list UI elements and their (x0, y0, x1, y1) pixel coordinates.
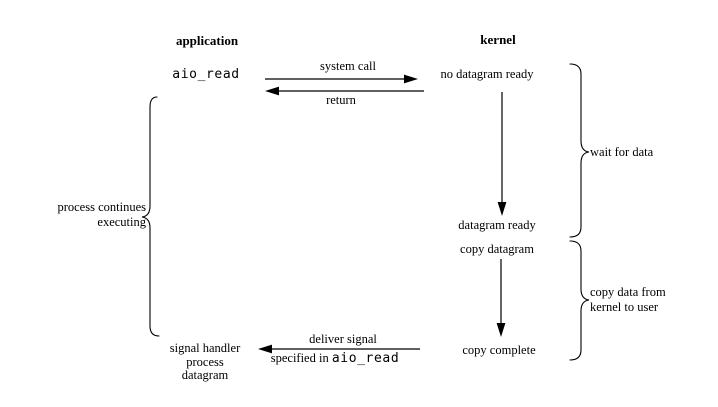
system-call-arrowhead (404, 74, 418, 84)
no-datagram-ready-node: no datagram ready (440, 67, 534, 81)
copy-arrowhead (496, 323, 506, 337)
signal-handler-line3: datagram (181, 368, 229, 382)
copy-complete-node: copy complete (462, 343, 536, 357)
kernel-column-header: kernel (480, 32, 516, 47)
process-continues-line2: executing (97, 215, 146, 229)
deliver-signal-arrowhead (258, 344, 272, 354)
datagram-ready-node: datagram ready (458, 218, 536, 232)
signal-handler-line2: process (186, 354, 224, 369)
deliver-signal-label: deliver signal (309, 332, 377, 346)
signal-handler-node: signal handler process datagram (169, 341, 241, 383)
copy-data-annotation: copy data from kernel to user (590, 285, 666, 315)
specified-in-code: aio_read (331, 351, 400, 366)
copy-data-brace (569, 240, 590, 361)
wait-for-data-brace (569, 63, 590, 238)
copy-data-line1: copy data from (590, 285, 666, 299)
return-label: return (326, 93, 356, 107)
wait-for-data-annotation: wait for data (590, 145, 654, 159)
signal-handler-line1: signal handler (169, 341, 241, 355)
return-arrowhead (265, 86, 279, 96)
wait-arrowhead (497, 202, 507, 216)
process-continues-line1: process continues (57, 200, 146, 214)
copy-data-line2: kernel to user (590, 300, 659, 314)
aio-read-call: aio_read (172, 67, 240, 82)
process-continues-brace (141, 96, 160, 337)
specified-in-text: specified in (270, 351, 332, 365)
copy-datagram-node: copy datagram (460, 242, 534, 256)
system-call-label: system call (320, 59, 376, 73)
deliver-signal-specified-label: specified in aio_read (271, 351, 400, 366)
process-continues-annotation: process continues executing (30, 200, 146, 230)
application-column-header: application (175, 33, 239, 48)
